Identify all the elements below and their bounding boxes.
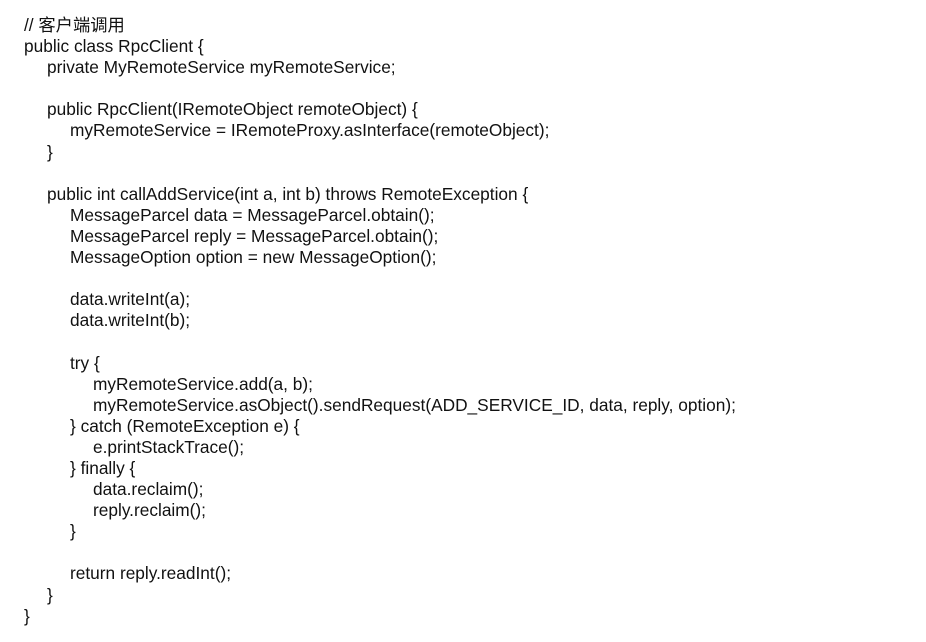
- code-line: public RpcClient(IRemoteObject remoteObj…: [47, 99, 418, 120]
- code-line: [24, 163, 736, 184]
- code-line: }: [47, 584, 53, 605]
- code-line: [24, 542, 736, 563]
- code-line: try {: [70, 352, 100, 373]
- code-line: public class RpcClient {: [24, 36, 204, 57]
- code-line: public int callAddService(int a, int b) …: [47, 183, 529, 204]
- code-line: reply.reclaim();: [93, 500, 206, 521]
- code-line: [24, 331, 736, 352]
- code-line: e.printStackTrace();: [93, 436, 245, 457]
- code-line: MessageParcel data = MessageParcel.obtai…: [70, 204, 435, 225]
- code-line: myRemoteService = IRemoteProxy.asInterfa…: [70, 120, 550, 141]
- code-line: // 客户端调用: [24, 15, 125, 35]
- code-line: }: [47, 141, 53, 162]
- code-line: }: [70, 521, 76, 542]
- code-line: myRemoteService.asObject().sendRequest(A…: [93, 394, 736, 415]
- code-line: MessageParcel reply = MessageParcel.obta…: [70, 225, 439, 246]
- code-line: return reply.readInt();: [70, 563, 232, 584]
- code-line: [24, 268, 736, 289]
- code-line: myRemoteService.add(a, b);: [93, 373, 313, 394]
- code-line: data.writeInt(b);: [70, 310, 191, 331]
- code-line: MessageOption option = new MessageOption…: [70, 247, 437, 268]
- code-line: private MyRemoteService myRemoteService;: [47, 57, 396, 78]
- code-line: } finally {: [70, 457, 136, 478]
- code-line: } catch (RemoteException e) {: [70, 415, 300, 436]
- code-line: [24, 78, 736, 99]
- code-line: data.reclaim();: [93, 479, 204, 500]
- code-line: data.writeInt(a);: [70, 289, 191, 310]
- code-line: }: [24, 605, 30, 626]
